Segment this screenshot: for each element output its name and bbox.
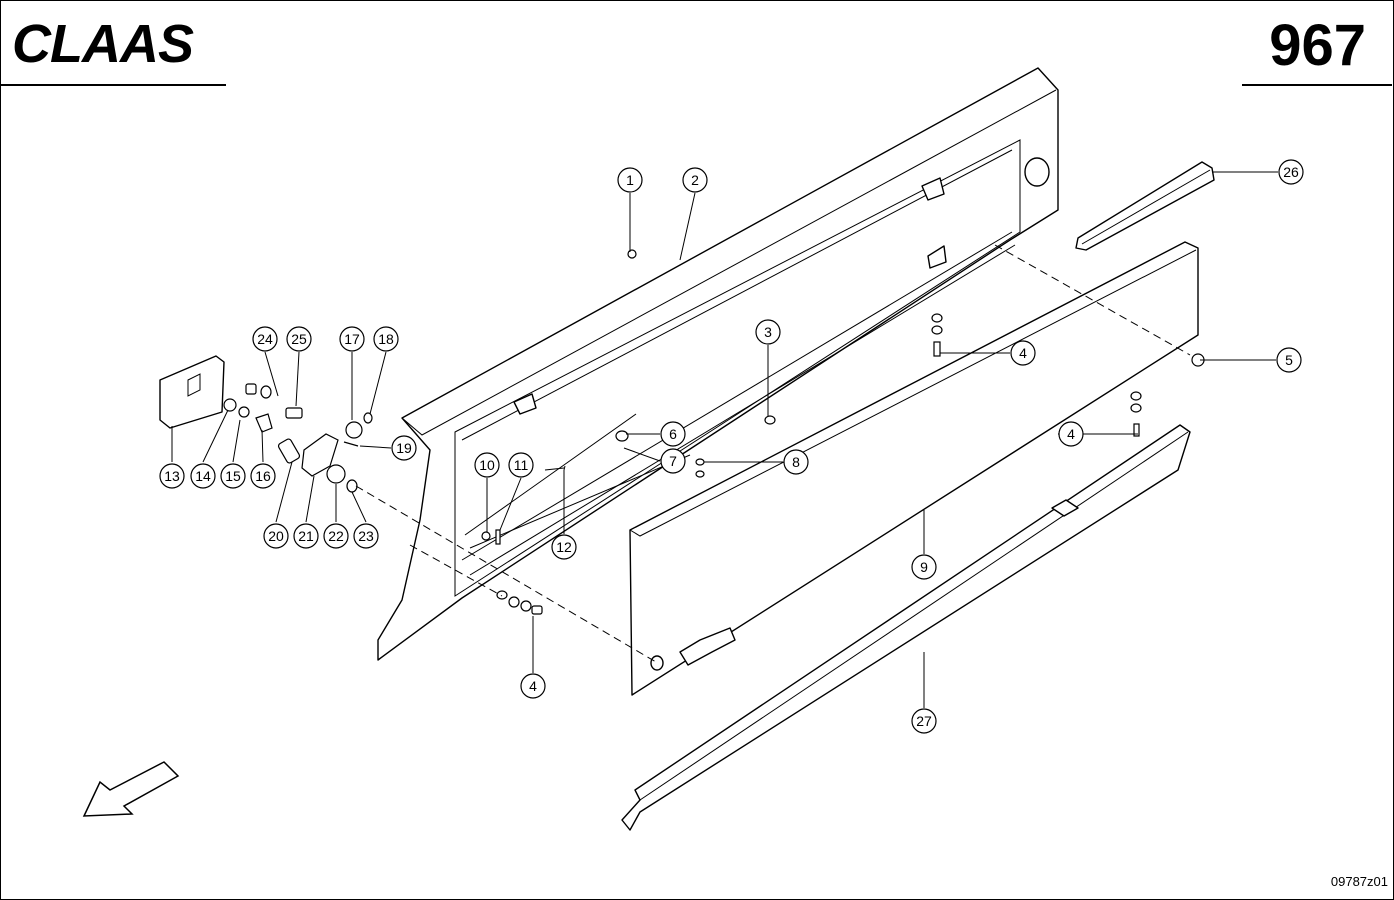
svg-text:26: 26: [1283, 164, 1299, 180]
svg-text:5: 5: [1285, 352, 1293, 368]
svg-text:27: 27: [916, 713, 932, 729]
callout-18: 18: [373, 326, 399, 352]
callout-20: 20: [263, 523, 289, 549]
svg-text:4: 4: [1019, 345, 1027, 361]
svg-text:4: 4: [529, 678, 537, 694]
svg-text:4: 4: [1067, 426, 1075, 442]
callout-24: 24: [252, 326, 278, 352]
callout-11: 11: [508, 452, 534, 478]
callout-3: 3: [755, 319, 781, 345]
svg-text:9: 9: [920, 559, 928, 575]
part-side-panel-upper: [377, 67, 1059, 661]
svg-text:21: 21: [298, 528, 314, 544]
arrow-down-left-icon: [82, 761, 180, 817]
callout-19: 19: [391, 435, 417, 461]
callout-4-upper: 4: [1010, 340, 1036, 366]
svg-text:13: 13: [164, 468, 180, 484]
svg-text:12: 12: [556, 539, 572, 555]
callout-10: 10: [474, 452, 500, 478]
callout-7: 7: [660, 448, 686, 474]
callout-8: 8: [783, 449, 809, 475]
svg-text:16: 16: [255, 468, 271, 484]
callout-4-right: 4: [1058, 421, 1084, 447]
callout-6: 6: [660, 421, 686, 447]
callout-13: 13: [159, 463, 185, 489]
part-rods: [464, 413, 691, 549]
svg-text:7: 7: [669, 453, 677, 469]
callout-25: 25: [286, 326, 312, 352]
svg-text:CLAAS: CLAAS: [12, 18, 194, 68]
callout-16: 16: [250, 463, 276, 489]
page-number: 967: [1269, 13, 1366, 78]
callout-27: 27: [911, 708, 937, 734]
claas-logo: CLAAS: [12, 18, 195, 68]
svg-text:10: 10: [479, 457, 495, 473]
alignment-lines: [355, 244, 1191, 663]
callout-14: 14: [190, 463, 216, 489]
drawing-code: 09787z01: [1330, 874, 1388, 889]
callout-21: 21: [293, 523, 319, 549]
svg-text:11: 11: [514, 457, 529, 473]
part-angle-profile: [1075, 161, 1215, 251]
callout-15: 15: [220, 463, 246, 489]
svg-text:19: 19: [396, 440, 412, 456]
callout-9: 9: [911, 554, 937, 580]
svg-text:6: 6: [669, 426, 677, 442]
callout-22: 22: [323, 523, 349, 549]
svg-text:14: 14: [195, 468, 211, 484]
svg-text:22: 22: [328, 528, 344, 544]
svg-text:20: 20: [268, 528, 284, 544]
svg-text:8: 8: [792, 454, 800, 470]
svg-text:3: 3: [764, 324, 772, 340]
svg-text:2: 2: [691, 172, 699, 188]
svg-text:23: 23: [358, 528, 374, 544]
callout-23: 23: [353, 523, 379, 549]
svg-text:18: 18: [378, 331, 394, 347]
callout-26: 26: [1278, 159, 1304, 185]
small-hardware: [223, 249, 1205, 615]
svg-text:15: 15: [225, 468, 241, 484]
callout-12: 12: [551, 534, 577, 560]
callout-2: 2: [682, 167, 708, 193]
callout-17: 17: [339, 326, 365, 352]
part-bottom-profile: [621, 424, 1191, 831]
part-side-panel-lower: [629, 241, 1199, 696]
svg-text:24: 24: [257, 331, 273, 347]
header-rule-right: [1242, 84, 1392, 86]
callout-5: 5: [1276, 347, 1302, 373]
callout-1: 1: [617, 167, 643, 193]
header-rule-left: [0, 84, 226, 86]
callout-4-lower: 4: [520, 673, 546, 699]
svg-text:25: 25: [291, 331, 307, 347]
svg-text:17: 17: [344, 331, 360, 347]
part-bracket: [159, 355, 225, 429]
svg-text:1: 1: [626, 172, 634, 188]
